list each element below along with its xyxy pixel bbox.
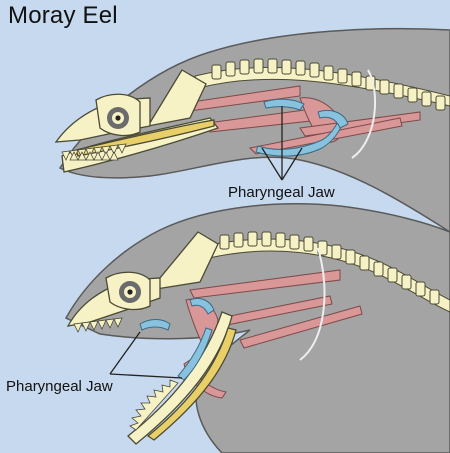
- girdle-bottom: [299, 247, 326, 361]
- leader-lines-top: [261, 106, 303, 181]
- girdle-top: [351, 69, 377, 159]
- label-pharyngeal-jaw-lower: Pharyngeal Jaw: [6, 378, 113, 395]
- vertebrae-top: [211, 58, 446, 111]
- eye-bottom: [119, 281, 141, 303]
- diagram-title: Moray Eel: [8, 2, 118, 29]
- leader-lines-bottom: [109, 331, 183, 379]
- teeth-top: [61, 143, 127, 161]
- pharyngeal-jaws-top: [255, 98, 349, 157]
- teeth-bottom: [73, 317, 179, 431]
- eel-open-mouth: [64, 203, 450, 453]
- label-pharyngeal-jaw-upper: Pharyngeal Jaw: [228, 184, 335, 201]
- vertebral-column-bottom: [204, 231, 450, 313]
- vertebrae-bottom: [219, 231, 440, 305]
- vertebral-column-top: [194, 58, 450, 111]
- pharyngeal-jaws-bottom: [139, 297, 215, 381]
- eel-closed-mouth: [54, 27, 450, 233]
- eye-top: [107, 107, 129, 129]
